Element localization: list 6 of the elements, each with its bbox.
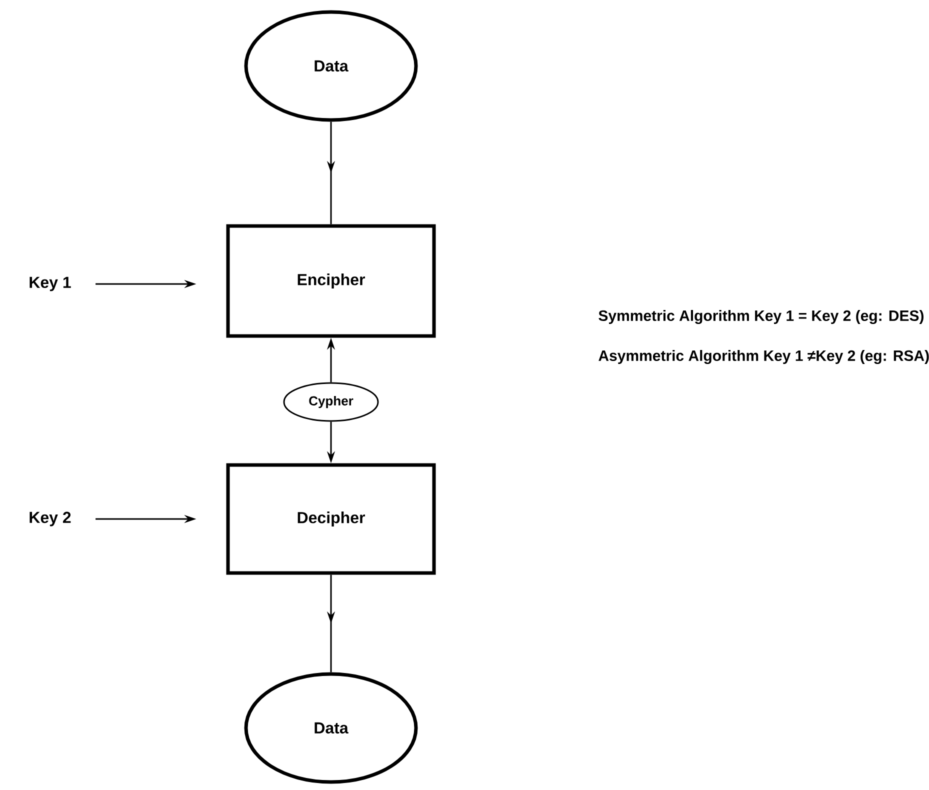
- key-label: Key 2: [30, 512, 71, 526]
- key-label: Key 1: [30, 276, 71, 292]
- note-text: Symmetric Algorithm Key 1 = Key 2 (eg: DES): [598, 310, 924, 324]
- note-text: Asymmetric Algorithm Key 1 ≠Key 2 (eg: RSA): [598, 350, 929, 364]
- process-box: Encipher: [226, 224, 436, 338]
- process-box: Decipher: [226, 463, 436, 575]
